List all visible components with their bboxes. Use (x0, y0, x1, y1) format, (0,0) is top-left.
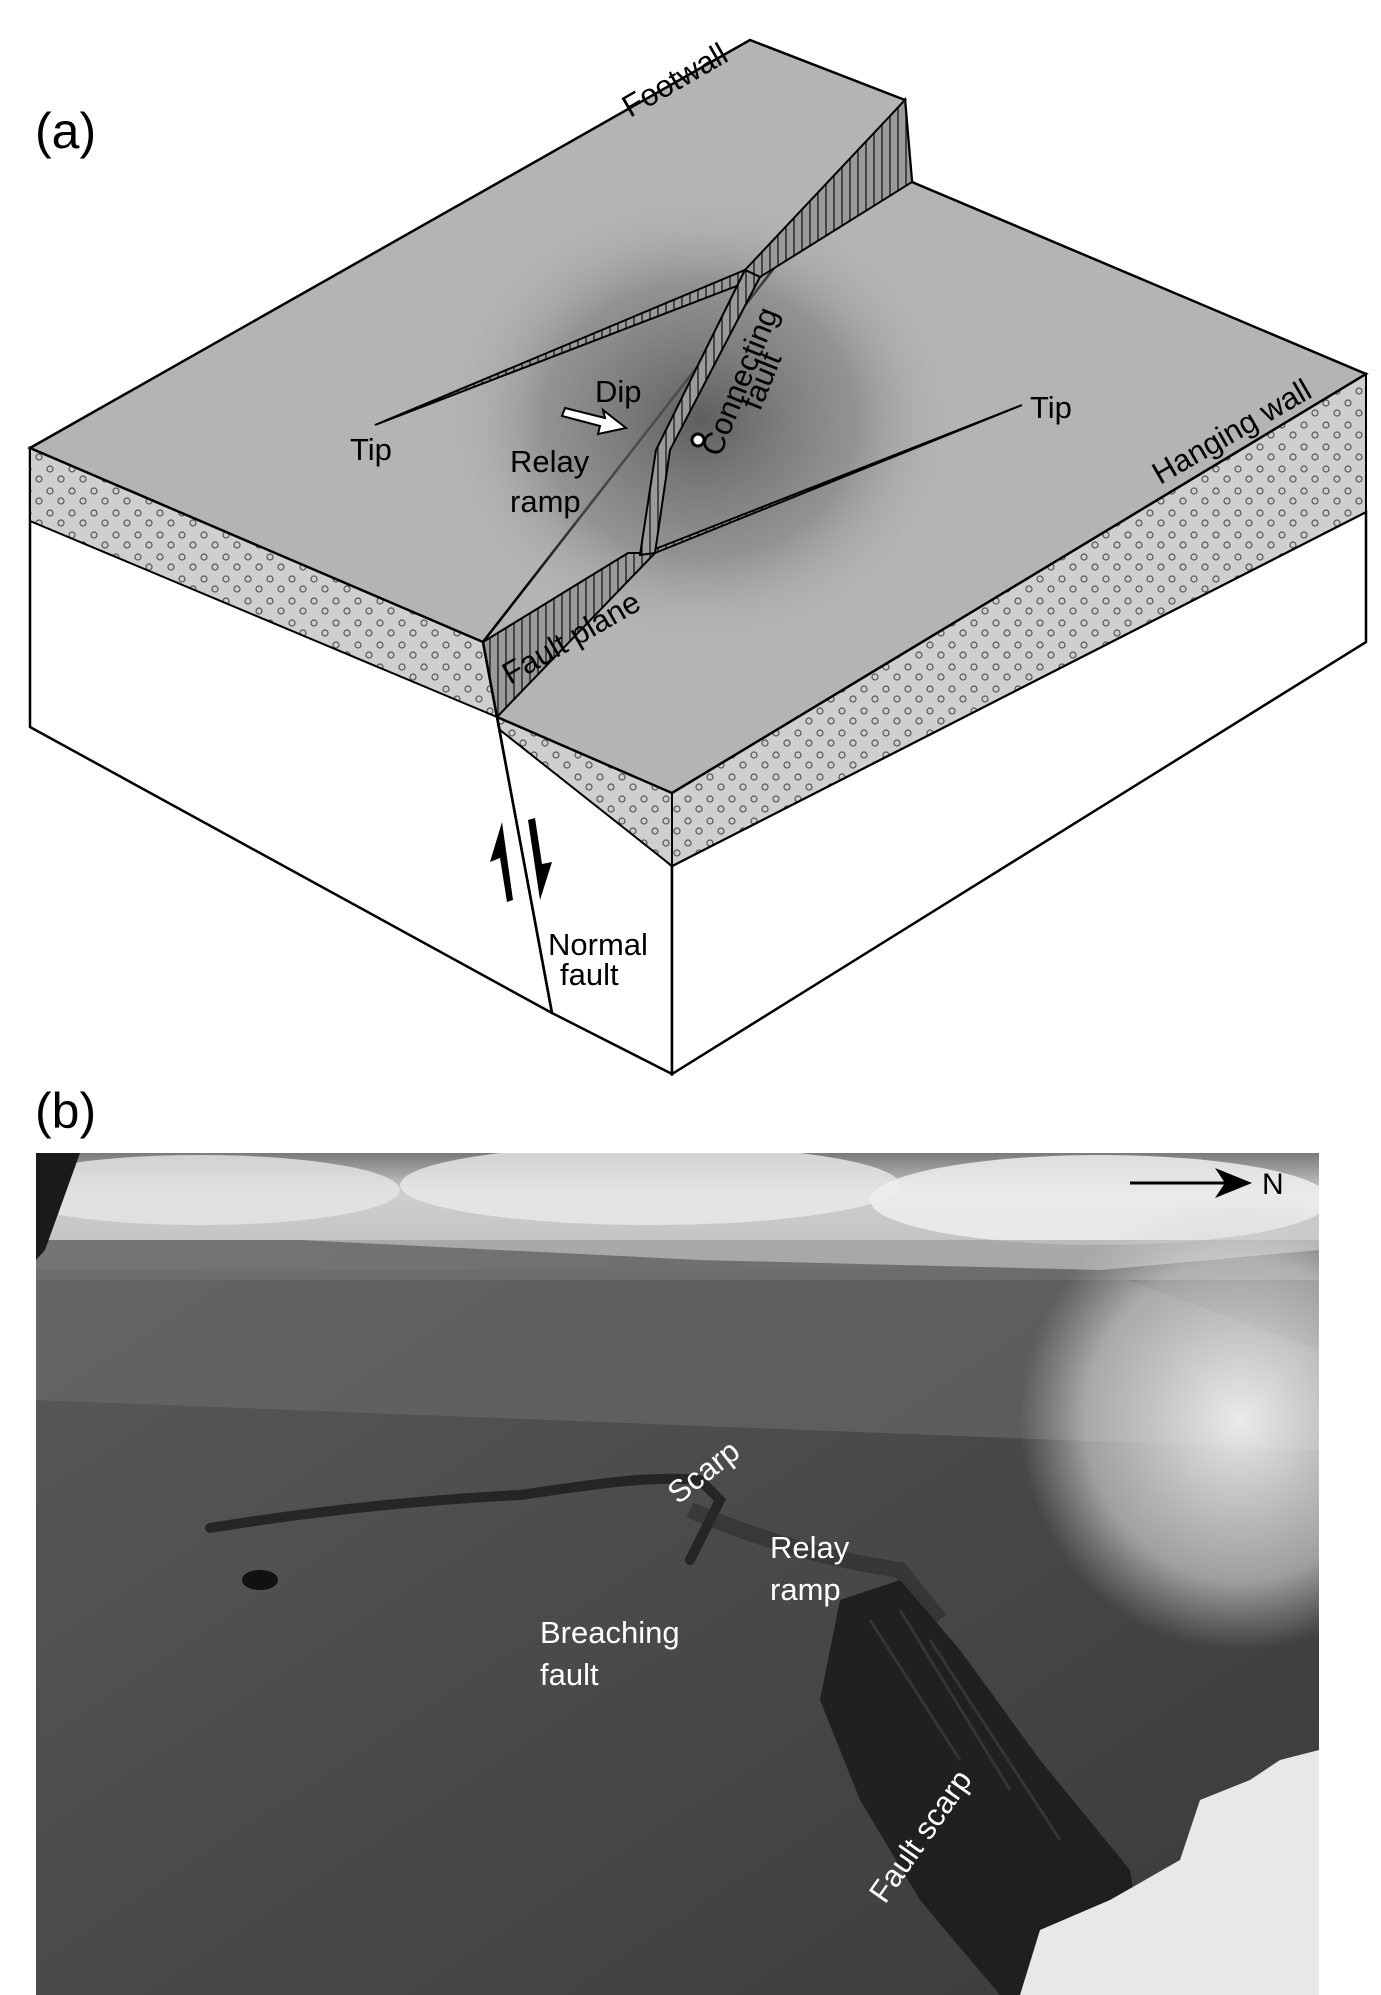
relay-ramp-photo-label-line2: ramp (770, 1572, 841, 1607)
mist (1020, 1190, 1319, 1650)
connecting-fault-plane (638, 268, 762, 557)
aerial-photo (36, 1153, 1319, 1995)
breaching-fault-label-line1: Breaching (540, 1615, 680, 1650)
normal-fault-label-line1: Normal (548, 927, 648, 962)
north-label: N (1262, 1168, 1284, 1201)
panel-a-label: (a) (35, 103, 96, 159)
relay-ramp-photo-label-line1: Relay (770, 1530, 850, 1565)
connecting-fault-marker (690, 432, 706, 448)
relay-ramp-shading (440, 190, 960, 650)
slip-arrow-up (490, 822, 513, 902)
slip-arrow-down (528, 818, 552, 900)
breaching-fault-label-line2: fault (540, 1657, 599, 1692)
normal-fault-trace (481, 641, 554, 1014)
normal-fault-label-line2: fault (560, 957, 619, 992)
fault-scarp-dark (820, 1580, 1150, 1995)
dip-arrow-icon (560, 406, 629, 436)
relay-ramp-label-line2: ramp (510, 484, 581, 519)
tip-left-label: Tip (350, 432, 392, 467)
panel-b-label: (b) (35, 1083, 96, 1139)
block-diagram (27, 38, 1369, 1077)
relay-ramp-texture (686, 1502, 947, 1625)
north-arrow: N (1130, 1168, 1284, 1201)
scarp-trace (205, 1473, 727, 1565)
dip-label: Dip (595, 374, 642, 409)
lake (1020, 1750, 1319, 1995)
tip-right-label: Tip (1030, 390, 1072, 425)
relay-ramp-label-line1: Relay (510, 444, 590, 479)
north-arrow-icon (1215, 1168, 1252, 1198)
aircraft-wing (36, 1153, 80, 1260)
